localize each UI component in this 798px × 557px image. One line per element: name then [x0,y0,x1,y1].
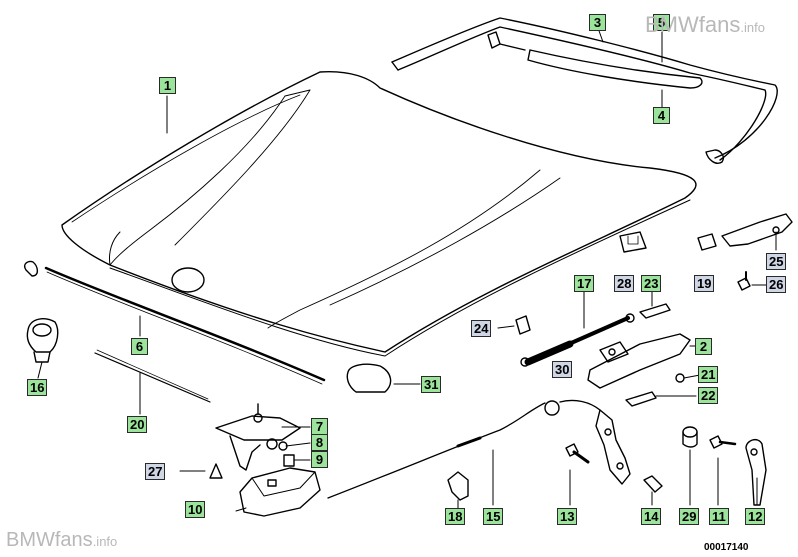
drawing-code: 00017140 [704,542,749,553]
bushing-29 [682,426,698,506]
part-label-22: 22 [698,387,719,404]
latch-upper [215,403,311,471]
part-31 [346,363,421,393]
part-label-28: 28 [614,275,635,292]
part-label-19: 19 [694,275,715,292]
part-label-30: 30 [552,361,573,378]
gas-strut-17 [520,291,635,367]
part-label-8: 8 [311,434,328,451]
screw-11 [709,435,737,506]
part-label-2: 2 [695,338,712,355]
part-label-9: 9 [311,451,328,468]
part-label-13: 13 [557,508,578,525]
part-label-6: 6 [131,338,148,355]
watermark-bottom: BMWfans.info [6,529,117,552]
part-label-18: 18 [445,508,466,525]
hinge-25 [721,213,793,251]
part-label-4: 4 [653,107,670,124]
release-lever [595,409,631,485]
part-label-1: 1 [159,77,176,94]
part-28 [619,231,647,253]
bolt-13 [565,443,590,506]
part-16 [26,318,59,379]
part-label-21: 21 [698,366,719,383]
handle-12 [745,438,767,506]
part-label-7: 7 [311,418,328,435]
part-label-11: 11 [709,508,729,525]
watermark-top-brand: BMWfans [645,12,741,37]
part-label-15: 15 [483,508,504,525]
part-19 [697,233,717,251]
part-21 [675,373,701,383]
watermark-top: BMWfans.info [645,12,765,38]
part-23 [639,291,671,319]
hood-seal-part [391,17,778,164]
latch-lower-10 [235,467,321,517]
part-label-16: 16 [27,379,48,396]
part-label-26: 26 [766,276,787,293]
seal-strip-6 [24,260,326,385]
watermark-bottom-brand: BMWfans [6,529,93,551]
part-label-25: 25 [766,253,787,270]
cap-14 [643,475,663,506]
part-label-5: 5 [653,14,670,31]
part-label-31: 31 [421,376,442,393]
part-label-12: 12 [745,508,766,525]
watermark-top-suffix: .info [740,20,765,35]
hood-part [61,70,697,357]
part-label-3: 3 [589,14,606,31]
part-label-27: 27 [145,463,166,480]
part-label-24: 24 [471,320,492,337]
watermark-bottom-suffix: .info [92,534,118,549]
rod-20 [94,349,211,415]
part-label-17: 17 [574,275,595,292]
part-label-23: 23 [641,275,662,292]
part-24 [497,315,531,335]
clip-18 [447,471,469,509]
part-label-29: 29 [679,508,700,525]
part-27 [179,463,223,479]
part-label-14: 14 [641,508,662,525]
part-label-20: 20 [127,416,148,433]
release-cable-15 [327,399,601,506]
part-26 [737,271,767,291]
part-22 [625,391,697,407]
hinge-2 [587,333,697,389]
part-label-10: 10 [185,501,206,518]
